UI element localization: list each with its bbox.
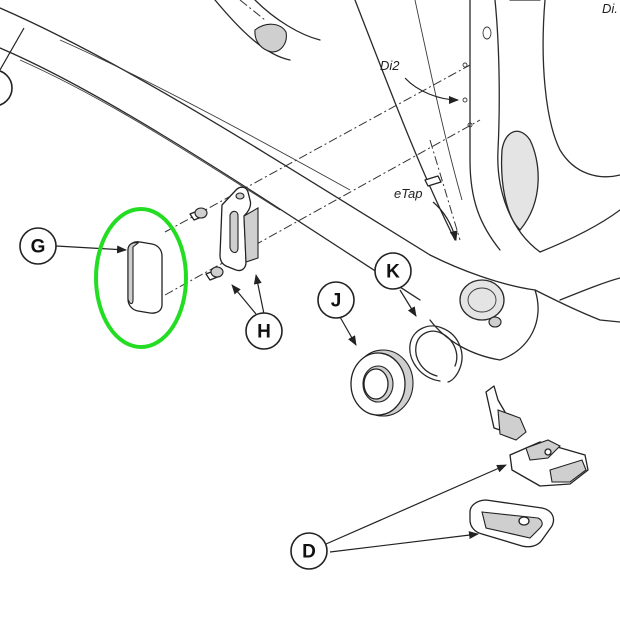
bike-frame: [0, 0, 620, 361]
callout-h: H: [245, 312, 283, 350]
callout-j-letter: J: [331, 291, 342, 312]
corner-label: Di.: [602, 1, 618, 16]
callout-d: D: [290, 532, 328, 570]
callout-j: J: [317, 281, 355, 319]
part-g-cover: [127, 241, 163, 314]
highlight-ring: [94, 207, 188, 349]
part-j-bearing: [350, 349, 414, 417]
part-d-cover-plate: [469, 499, 555, 548]
callout-g-letter: G: [31, 237, 46, 258]
part-d-cable-guide: [485, 385, 589, 487]
leader-lines: [0, 27, 507, 553]
callout-h-letter: H: [257, 322, 271, 343]
etap-arrow: [432, 201, 458, 241]
callout-k: K: [374, 252, 412, 290]
callout-d-letter: D: [302, 542, 316, 563]
callout-g: G: [19, 227, 57, 265]
etap-label: eTap: [394, 186, 422, 201]
di2-arrow: [404, 77, 459, 104]
part-k-snap-ring: [409, 325, 463, 383]
callout-k-letter: K: [386, 262, 400, 283]
routing-lines: [164, 0, 481, 296]
part-h-hardware: [189, 186, 259, 281]
di2-label: Di2: [380, 58, 400, 73]
callout-partial-top-left: [0, 70, 13, 106]
